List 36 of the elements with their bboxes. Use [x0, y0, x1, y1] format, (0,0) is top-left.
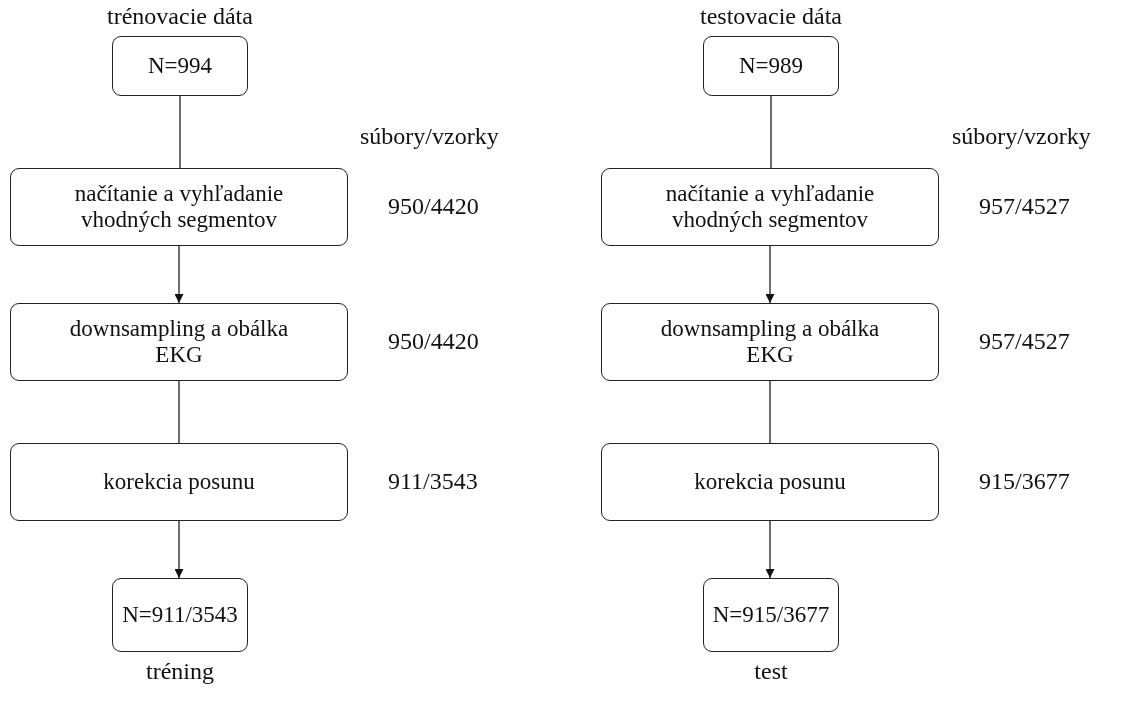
count-label: 911/3543 [388, 468, 478, 495]
process-box [10, 168, 348, 246]
box-text: N=911/3543 [122, 601, 238, 629]
count-label: 957/4527 [979, 193, 1070, 220]
arrow [174, 520, 184, 579]
box-text: načítanie a vyhľadanie vhodných segmentov [73, 180, 285, 234]
connector-line [770, 95, 772, 169]
arrow [765, 520, 775, 579]
box-text: N=989 [738, 52, 804, 80]
column-heading: test [754, 658, 788, 685]
process-box [601, 443, 939, 521]
box-text: načítanie a vyhľadanie vhodných segmentov [664, 180, 876, 234]
connector-line [178, 380, 180, 444]
process-box [601, 168, 939, 246]
connector-line [179, 95, 181, 169]
process-box [601, 303, 939, 381]
column-heading: trénovacie dáta [107, 3, 253, 30]
box-text: downsampling a obálka EKG [659, 315, 881, 369]
box-text: korekcia posunu [103, 468, 255, 496]
process-box [10, 443, 348, 521]
count-label: 915/3677 [979, 468, 1070, 495]
arrow [174, 245, 184, 304]
box-text: korekcia posunu [694, 468, 846, 496]
column-heading: testovacie dáta [700, 3, 842, 30]
box-text: downsampling a obálka EKG [68, 315, 290, 369]
box-text: N=994 [147, 52, 213, 80]
connector-line [769, 380, 771, 444]
count-label: 950/4420 [388, 193, 479, 220]
column-header-label: súbory/vzorky [360, 123, 499, 150]
count-label: 950/4420 [388, 328, 479, 355]
count-label: 957/4527 [979, 328, 1070, 355]
process-box [10, 303, 348, 381]
box-text: N=915/3677 [712, 601, 830, 629]
arrow [765, 245, 775, 304]
column-header-label: súbory/vzorky [952, 123, 1091, 150]
column-heading: tréning [146, 658, 214, 685]
